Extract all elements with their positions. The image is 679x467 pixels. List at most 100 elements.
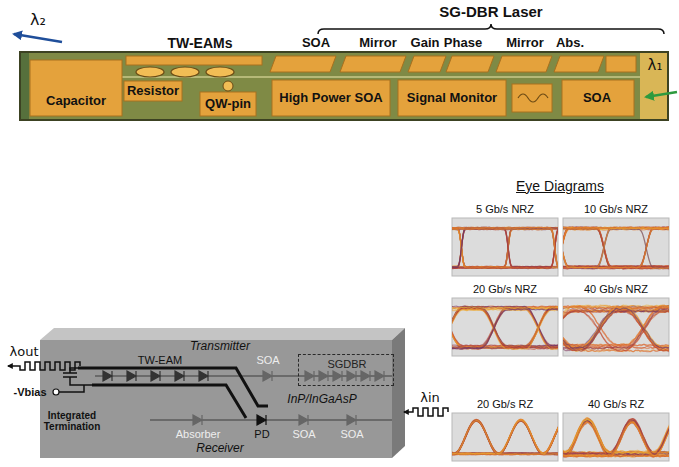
laser-diode xyxy=(347,371,356,381)
eye-trace xyxy=(452,309,558,349)
signal-label: λout xyxy=(10,345,39,360)
eye-trace xyxy=(452,307,558,346)
eye-trace xyxy=(452,307,558,347)
component-label: SOA xyxy=(292,428,315,441)
capacitor-pad xyxy=(30,60,122,116)
part-label: SG-DBR Laser xyxy=(439,3,542,20)
eye-trace xyxy=(563,228,669,268)
eye-trace xyxy=(563,229,669,269)
section-pad xyxy=(496,56,552,72)
bias-label: -Vbias xyxy=(13,386,46,399)
eam-ring xyxy=(171,67,199,77)
eye-trace xyxy=(452,420,558,454)
eye-trace xyxy=(452,227,558,267)
bias-terminal xyxy=(53,389,59,395)
eye-rate-label: 10 Gb/s NRZ xyxy=(584,203,648,216)
eye-rate-label: 20 Gb/s NRZ xyxy=(473,283,537,296)
eye-trace xyxy=(452,228,558,268)
eye-trace xyxy=(563,228,669,268)
eye-trace xyxy=(563,228,669,268)
chip-photo xyxy=(20,52,668,120)
eye-trace xyxy=(563,421,669,455)
eye-trace xyxy=(452,229,558,269)
eye-trace xyxy=(452,228,558,268)
eye-diagram-panel: 20 Gb/s RZ xyxy=(452,397,558,461)
eye-trace xyxy=(452,421,558,455)
eye-trace xyxy=(452,228,558,268)
eye-trace xyxy=(452,229,558,269)
eye-traces xyxy=(452,306,558,349)
eye-traces xyxy=(563,227,669,269)
eye-trace xyxy=(563,228,669,268)
eye-trace xyxy=(563,310,669,351)
qw-pin-pad xyxy=(200,92,256,116)
eye-trace xyxy=(563,308,669,348)
eye-trace xyxy=(452,420,558,454)
eye-trace xyxy=(452,309,558,349)
eye-trace xyxy=(452,306,558,346)
eye-trace xyxy=(452,228,558,267)
resistor-pad xyxy=(124,81,182,101)
soa-diode xyxy=(347,415,356,425)
component-label: PD xyxy=(254,428,269,441)
eye-trace xyxy=(452,420,558,454)
eye-trace xyxy=(452,306,558,346)
eye-trace xyxy=(452,309,558,349)
eye-trace xyxy=(563,228,669,268)
component-label: SOA xyxy=(256,354,279,367)
eye-diagram-panel: 10 Gb/s NRZ xyxy=(563,202,669,276)
eye-trace xyxy=(452,229,558,269)
eye-trace xyxy=(563,227,669,267)
block-label: Transmitter xyxy=(190,340,250,354)
eye-trace xyxy=(452,308,558,348)
eye-trace xyxy=(452,306,558,346)
eye-trace xyxy=(452,227,558,267)
eye-trace xyxy=(563,308,669,349)
eye-trace xyxy=(452,228,558,268)
eye-trace xyxy=(563,228,669,268)
eye-trace xyxy=(452,421,558,455)
section-pad xyxy=(408,56,446,72)
waveguide xyxy=(122,76,640,78)
eye-diagram-plot xyxy=(521,218,679,276)
monitor-trace xyxy=(518,94,548,102)
eye-trace xyxy=(452,419,558,453)
eye-trace xyxy=(452,421,558,455)
eye-trace xyxy=(452,228,558,268)
eye-trace xyxy=(452,229,558,269)
eye-trace xyxy=(563,311,669,351)
block-label: InP/InGaAsP xyxy=(287,393,356,407)
eye-rate-label: 40 Gb/s NRZ xyxy=(584,283,648,296)
eye-trace xyxy=(452,228,558,267)
eye-traces xyxy=(563,305,669,352)
eye-trace xyxy=(563,229,669,269)
eye-trace xyxy=(452,308,558,348)
eye-diagram-plot xyxy=(518,298,679,356)
component-label: SOA xyxy=(340,428,363,441)
device-schematic xyxy=(40,328,405,458)
eye-trace xyxy=(452,308,558,348)
eye-trace xyxy=(452,308,558,348)
section-label: SGDBR xyxy=(327,358,366,371)
eye-trace xyxy=(452,308,558,348)
eye-trace xyxy=(452,308,558,348)
eye-trace xyxy=(452,228,558,267)
laser-diode xyxy=(333,371,342,381)
eam-diode xyxy=(127,371,136,381)
laser-diode xyxy=(361,371,370,381)
eye-trace xyxy=(452,307,558,347)
eye-trace xyxy=(452,309,558,349)
block-top xyxy=(40,328,405,340)
section-pad xyxy=(446,56,494,72)
eye-trace xyxy=(563,227,669,267)
absorber-diode xyxy=(193,415,202,425)
eye-traces xyxy=(452,419,558,455)
eye-trace xyxy=(452,228,558,268)
section-label: Gain xyxy=(411,36,440,51)
eye-trace xyxy=(563,228,669,268)
facet-strip xyxy=(640,53,667,119)
section-label: SOA xyxy=(302,36,330,51)
section-label: Mirror xyxy=(359,36,397,51)
output-arrow xyxy=(14,34,62,42)
eye-rate-label: 20 Gb/s RZ xyxy=(477,398,533,411)
